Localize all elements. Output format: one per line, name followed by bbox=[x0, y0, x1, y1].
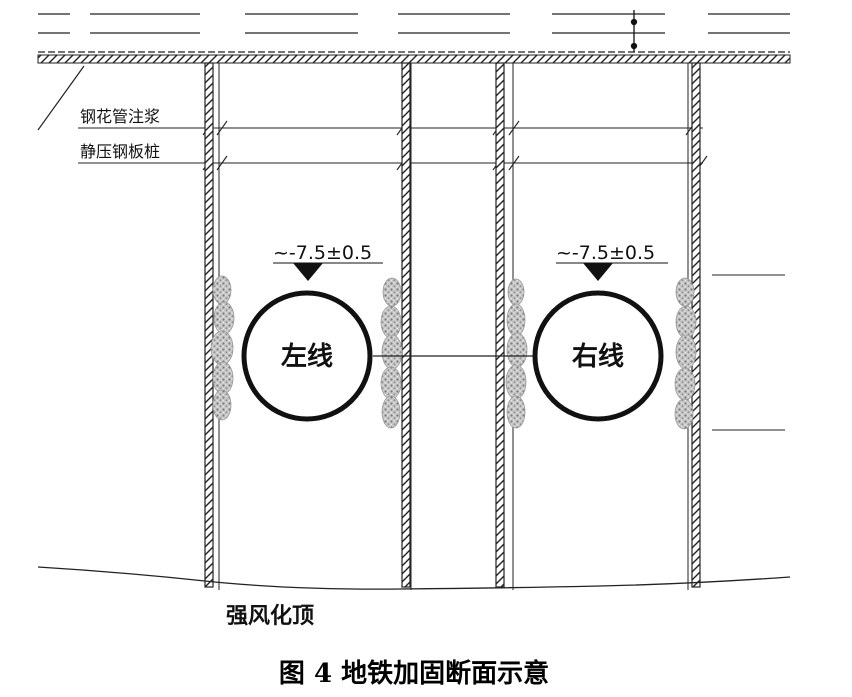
weathered-rock-top-line bbox=[37, 566, 791, 590]
left-tunnel-ring bbox=[241, 290, 373, 422]
sheet-pile-2 bbox=[401, 62, 411, 588]
grout-column-right-outer bbox=[674, 277, 697, 430]
slope-line bbox=[37, 65, 85, 131]
right-side-lines bbox=[712, 274, 785, 431]
static-sheet-pile-label: 静压钢板桩 bbox=[80, 142, 160, 161]
sheet-pile-1 bbox=[204, 62, 214, 588]
steel-pipe-grouting-label: 钢花管注浆 bbox=[80, 107, 160, 126]
figure-caption: 图 4 地铁加固断面示意 bbox=[279, 658, 549, 689]
right-elevation-label: ~-7.5±0.5 bbox=[556, 242, 655, 264]
ground-surface-band bbox=[37, 51, 791, 64]
road-surface bbox=[38, 13, 790, 34]
right-line-label: 右线 bbox=[572, 342, 624, 372]
sheet-pile-3 bbox=[495, 62, 505, 588]
right-elevation-marker bbox=[556, 262, 668, 281]
grout-column-right-inner bbox=[505, 278, 528, 429]
left-line-label: 左线 bbox=[281, 342, 333, 372]
right-tunnel-ring bbox=[532, 290, 664, 422]
dimension-marker bbox=[630, 10, 638, 52]
left-elevation-marker bbox=[273, 262, 383, 281]
stratum-label: 强风化顶 bbox=[226, 603, 314, 629]
grout-column-left-inner bbox=[380, 277, 403, 429]
grout-column-left-outer bbox=[210, 275, 235, 421]
left-elevation-label: ~-7.5±0.5 bbox=[273, 242, 372, 264]
